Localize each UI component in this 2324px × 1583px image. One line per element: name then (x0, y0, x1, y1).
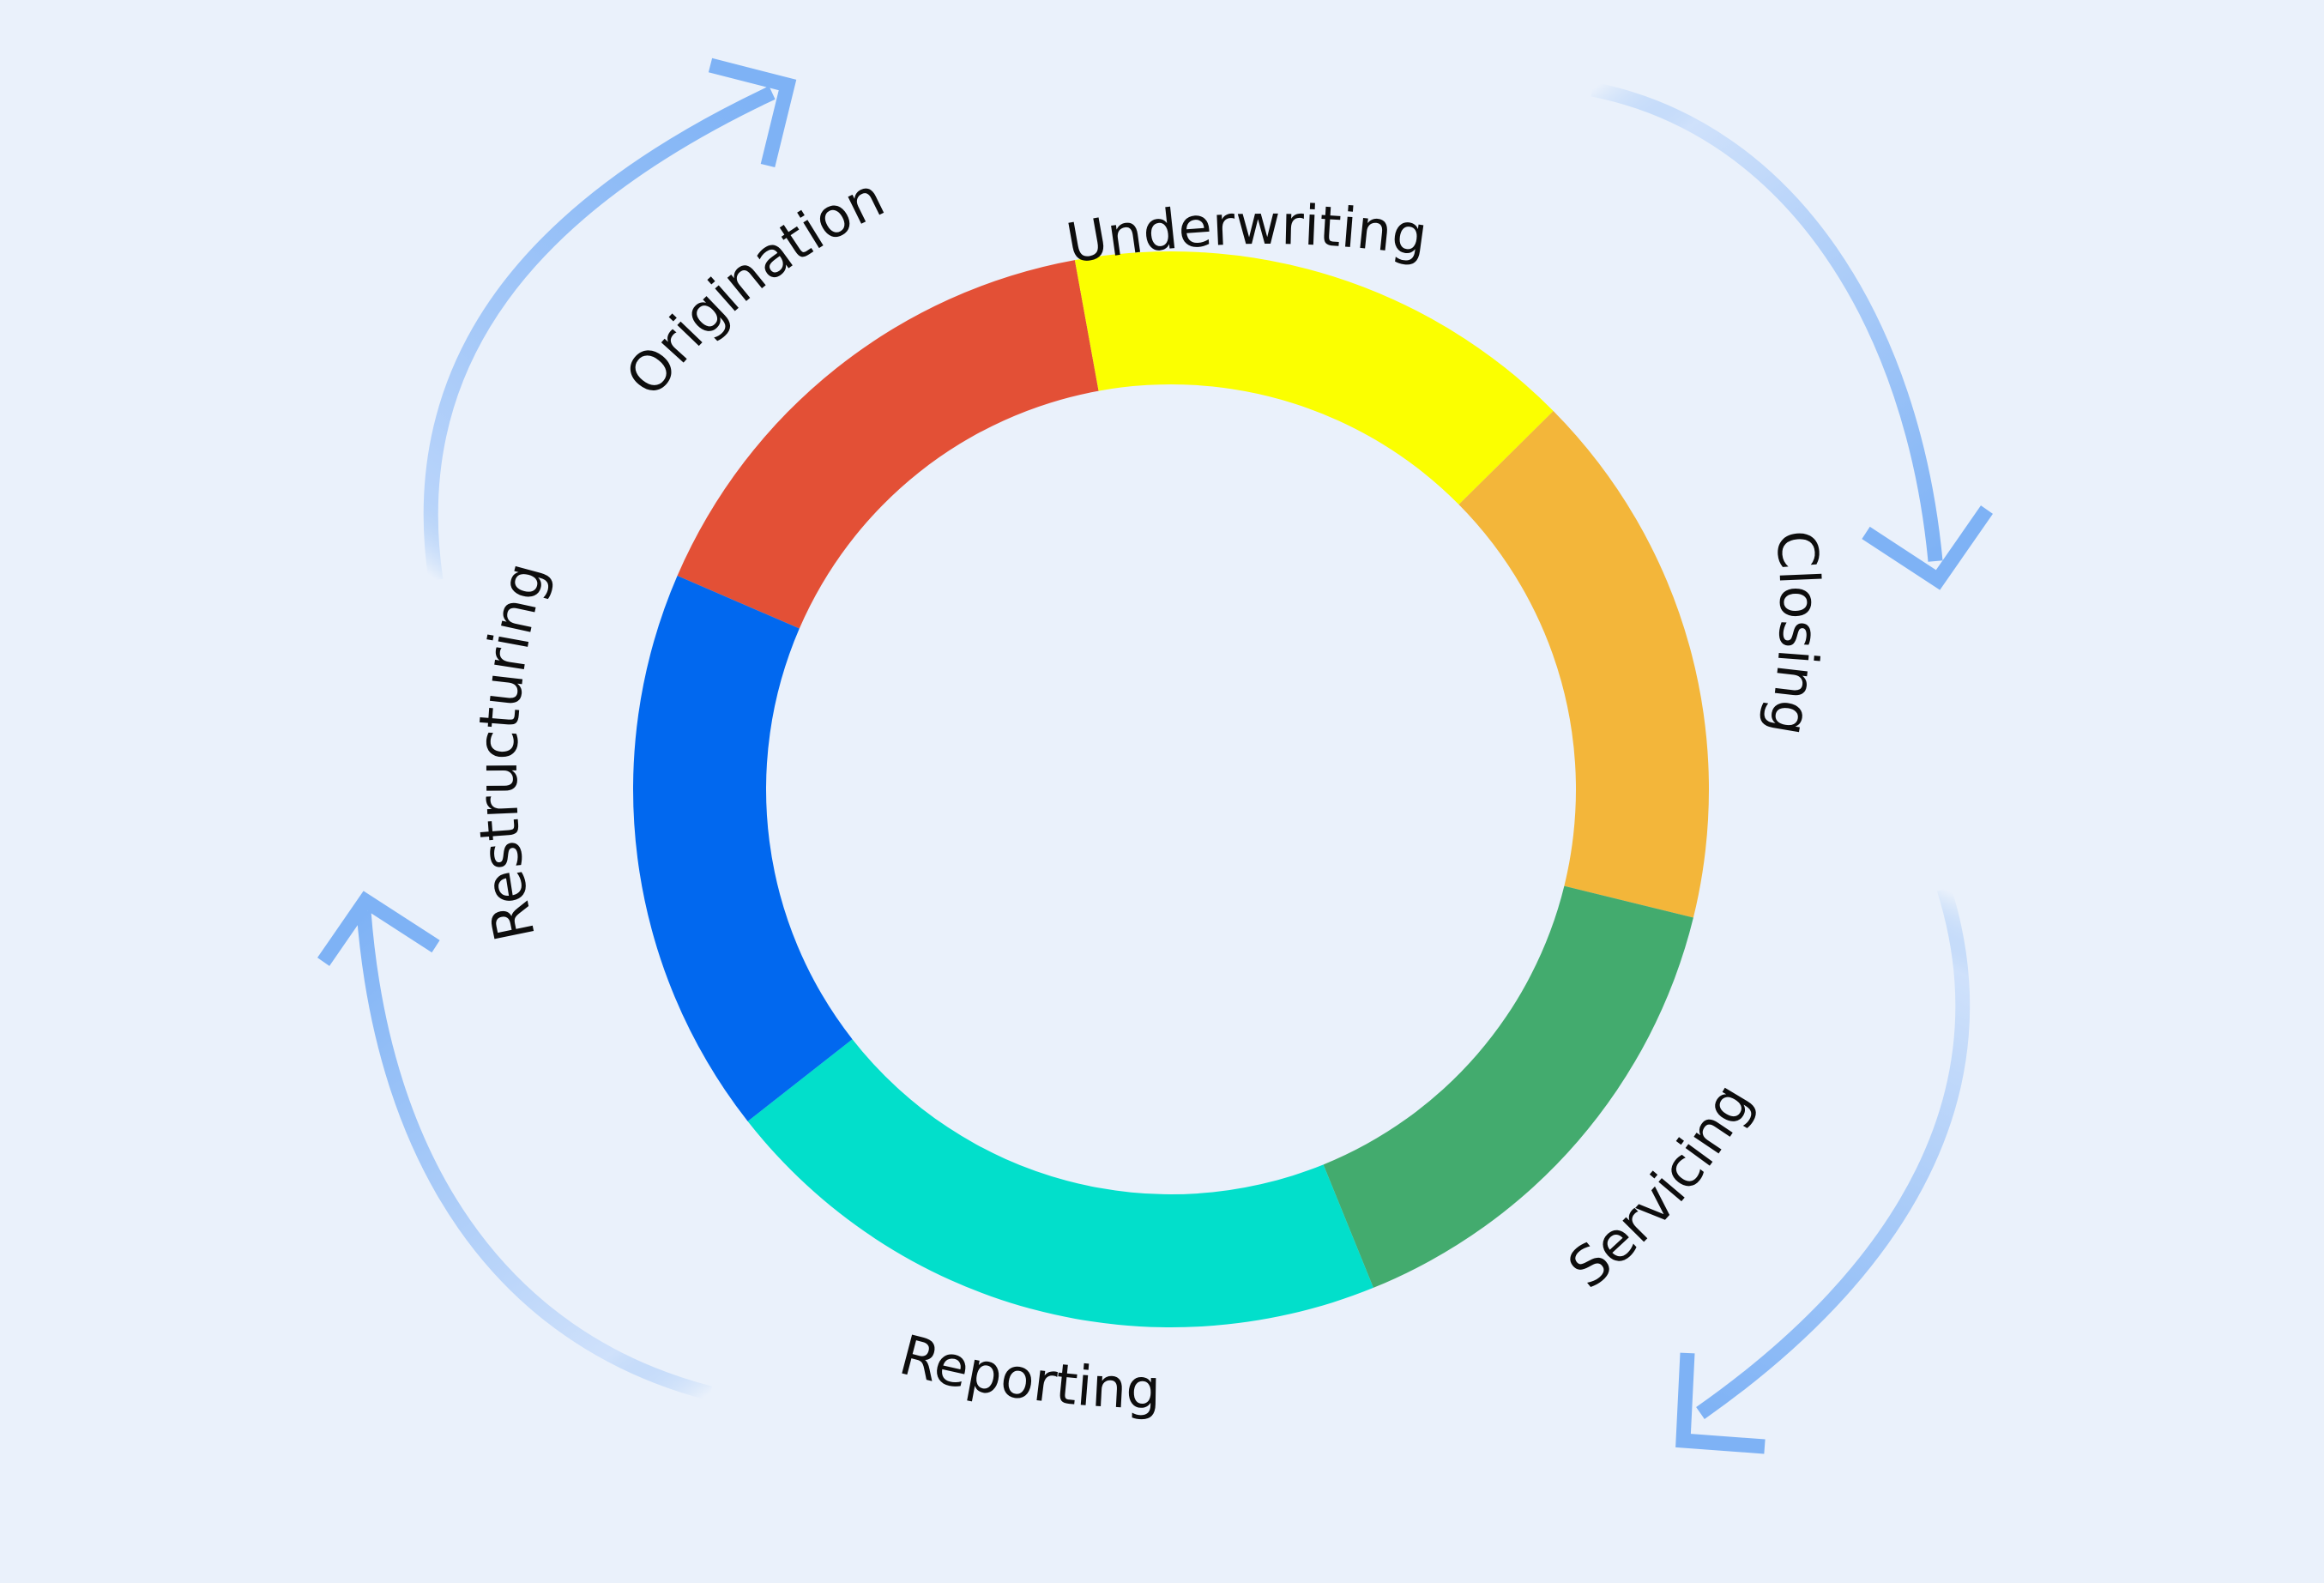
ring-segment-servicing (1323, 885, 1693, 1288)
ring-segment-closing (1458, 410, 1709, 918)
cycle-arrow-top-left (423, 57, 797, 582)
stage-label-reporting: Reporting (893, 1324, 1161, 1422)
ring-segment-restructuring (632, 575, 853, 1121)
ring-segment-underwriting (1074, 251, 1554, 505)
stage-label-closing: Closing (1755, 528, 1831, 740)
lifecycle-ring (632, 251, 1709, 1327)
cycle-arrow-top-right (1591, 82, 1993, 590)
ring-segment-origination (677, 260, 1099, 629)
ring-segment-reporting (747, 1039, 1373, 1327)
cycle-arrow-bottom-right (1675, 886, 1971, 1454)
cycle-arrow-bottom-left (317, 891, 713, 1401)
stage-label-restructuring: Restructuring (467, 556, 559, 946)
